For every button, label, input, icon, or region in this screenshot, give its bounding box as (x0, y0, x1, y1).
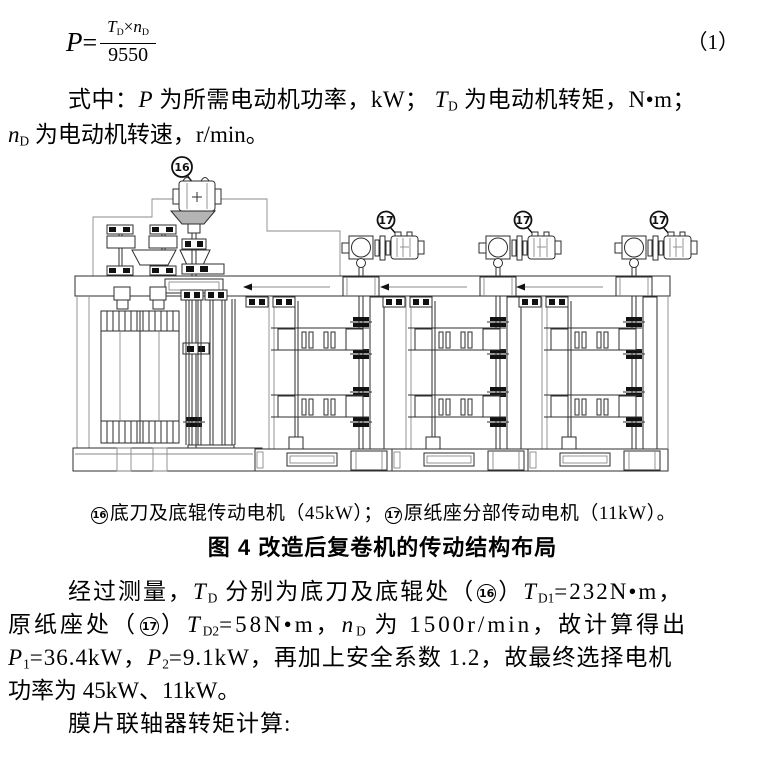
explanation-paragraph: 式中：P 为所需电动机功率，kW； TD 为电动机转矩，N•m； nD 为电动机… (8, 82, 757, 152)
gear-train (106, 224, 211, 287)
text-segment: T (107, 16, 117, 36)
text-segment: 式中： (68, 87, 139, 112)
paragraph-line: nD 为电动机转速，r/min。 (8, 117, 757, 152)
text-segment: 原纸座处（ (8, 612, 138, 637)
text-segment: D (116, 26, 124, 38)
text-segment: =58N•m， (219, 612, 342, 637)
figure-block: 17 (0, 154, 765, 563)
text-segment: n (133, 16, 142, 36)
text-segment: n (8, 122, 20, 147)
body-paragraph: 经过测量，TD 分别为底刀及底辊处（16）TD1=232N•m， 原纸座处（17… (8, 575, 757, 740)
text-segment: T (187, 612, 203, 637)
fraction-denominator: 9550 (108, 44, 149, 67)
callout-16-bubble (171, 156, 193, 178)
text-segment: D (356, 623, 366, 639)
text-segment: 17 (140, 617, 159, 636)
text-segment: 1 (23, 656, 30, 672)
hanger-rods (185, 299, 236, 445)
text-segment: 2 (162, 656, 169, 672)
formula-block: P= TD×nD 9550 （1） (0, 0, 765, 70)
text-segment: T (523, 579, 538, 604)
text-segment: 16 (477, 584, 497, 603)
text-segment: ） (161, 612, 187, 637)
callout-16-number: 16 (174, 161, 190, 174)
text-segment: 功率为 45kW、11kW。 (8, 678, 241, 703)
fraction: TD×nD 9550 (100, 17, 156, 68)
paragraph-line: 式中：P 为所需电动机功率，kW； TD 为电动机转矩，N•m； (8, 82, 757, 117)
text-segment: 经过测量， (68, 579, 193, 604)
text-segment: D (141, 26, 149, 38)
text-segment: 为电动机转矩，N•m； (457, 87, 697, 112)
text-segment: 底刀及底辊传动电机（45kW）； (109, 503, 383, 524)
motor-bell-mount (169, 210, 217, 225)
text-segment: T (434, 87, 449, 112)
text-segment: = (82, 27, 98, 57)
paragraph-line: 经过测量，TD 分别为底刀及底辊处（16）TD1=232N•m， (8, 575, 757, 608)
text-segment: n (341, 612, 357, 637)
fraction-numerator: TD×nD (100, 17, 156, 45)
drawing-root: 16 (72, 156, 697, 472)
text-segment: 分别为底刀及底辊处（ (217, 579, 476, 604)
text-segment: D2 (202, 623, 220, 639)
left-frame-section (72, 286, 263, 472)
text-segment: P (66, 26, 83, 57)
text-segment: 为 1500r/min，故计算得出 (365, 612, 689, 637)
text-segment: =232N•m， (554, 579, 684, 604)
unwind-bay-1 (243, 212, 424, 472)
text-segment: T (193, 579, 208, 604)
text-segment: 为所需电动机功率，kW； (153, 87, 435, 112)
text-segment: D (448, 98, 458, 114)
equation-number: （1） (686, 30, 740, 54)
formula-lhs: P= (66, 27, 97, 58)
text-segment: × (123, 16, 134, 36)
text-segment: ） (498, 579, 524, 604)
paragraph-line: 膜片联轴器转矩计算: (8, 707, 757, 740)
text-segment: 原纸座分部传动电机（11kW）。 (403, 503, 677, 524)
text-segment: D1 (537, 590, 555, 606)
transmission-layout-diagram: 17 (72, 156, 765, 472)
text-segment: 17 (384, 507, 402, 524)
text-segment: D (207, 590, 218, 606)
text-segment: D (19, 133, 30, 149)
paragraph-line: P1=36.4kW，P2=9.1kW，再加上安全系数 1.2，故最终选择电机 (8, 641, 757, 674)
text-segment: P (8, 645, 24, 670)
text-segment: P (147, 645, 163, 670)
text-segment: 膜片联轴器转矩计算: (68, 711, 292, 736)
text-segment: 16 (90, 507, 108, 524)
left-base (72, 447, 256, 472)
text-segment: =36.4kW， (29, 645, 148, 670)
text-segment: P (138, 87, 154, 112)
paragraph-line: 原纸座处（17）TD2=58N•m，nD 为 1500r/min，故计算得出 (8, 608, 757, 641)
bottom-knife-motor-unit: 16 (169, 156, 225, 458)
paragraph-line: 功率为 45kW、11kW。 (8, 674, 757, 707)
figure-title: 图 4 改造后复卷机的传动结构布局 (207, 535, 558, 560)
text-segment: 为电动机转速，r/min。 (29, 122, 269, 147)
text-segment: =9.1kW，再加上安全系数 1.2，故最终选择电机 (168, 645, 673, 670)
